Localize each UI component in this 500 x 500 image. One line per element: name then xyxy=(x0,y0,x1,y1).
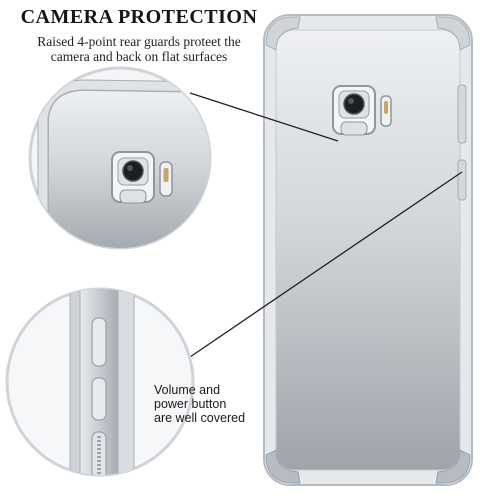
subheadline: Raised 4-point rear guards proteet the c… xyxy=(10,34,268,64)
corner-guard-bottom-left xyxy=(265,449,301,484)
caption-line-2: power button xyxy=(154,397,227,411)
zoom-circle-buttons xyxy=(5,287,195,477)
case-back-panel xyxy=(275,29,461,471)
corner-guard-top-right xyxy=(435,16,471,51)
side-button-cover xyxy=(457,84,467,144)
caption-line-1: Volume and xyxy=(154,383,221,397)
side-button-cover-lower xyxy=(457,159,467,201)
phone-case xyxy=(263,14,473,486)
zoom-circle-camera xyxy=(28,66,212,250)
subheadline-line-1: Raised 4-point rear guards proteet the xyxy=(37,34,241,49)
camera-lens xyxy=(343,93,365,115)
buttons-caption: Volume and power button are well covered xyxy=(154,383,264,425)
leader-line-buttons xyxy=(189,171,463,358)
fingerprint-sensor xyxy=(340,121,368,136)
corner-guard-top-left xyxy=(265,16,301,51)
subheadline-line-2: camera and back on flat surfaces xyxy=(50,49,228,64)
camera-cutout xyxy=(332,85,392,136)
leader-line-camera xyxy=(189,92,339,142)
caption-line-3: are well covered xyxy=(154,411,246,425)
corner-guard-bottom-right xyxy=(435,449,471,484)
headline: CAMERA PROTECTION xyxy=(20,6,258,28)
